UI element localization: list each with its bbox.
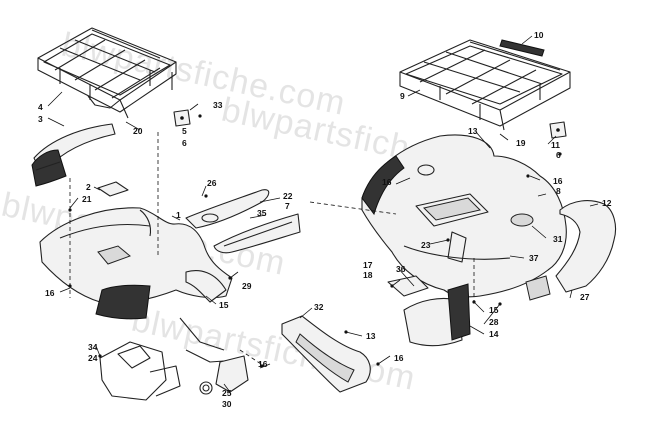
callout-19: 19 [516,138,526,148]
callout-31: 31 [553,234,563,244]
rear-fender-extension [525,200,617,301]
callout-37: 37 [529,253,539,263]
callout-4: 4 [38,102,43,112]
rear-rack [399,39,571,131]
callout-36: 36 [396,264,406,274]
callout-14: 14 [489,329,499,339]
callout-16: 16 [394,353,404,363]
callout-30: 30 [222,399,232,409]
front-frame [99,317,249,401]
callout-17: 17 [363,260,373,270]
callout-16: 16 [45,288,55,298]
rack-bracket-front [173,109,191,127]
callout-27: 27 [580,292,590,302]
callout-21: 21 [82,194,92,204]
front-splash-guard [31,123,116,187]
callout-25: 25 [222,388,232,398]
callout-13: 13 [366,331,376,341]
hardware-dots [68,114,562,368]
callout-13: 13 [468,126,478,136]
side-panel [185,189,301,254]
front-fender [39,207,233,320]
callout-28: 28 [489,317,499,327]
rack-grab-bar [499,39,545,57]
watermark: blwpartsfiche.com [128,301,419,398]
callout-12: 12 [602,198,612,208]
callout-23: 23 [421,240,431,250]
callout-16: 16 [258,359,268,369]
callout-10: 10 [534,30,544,40]
callout-22: 22 [283,191,293,201]
rear-fender [361,134,567,298]
rack-bracket-rear [549,121,567,139]
leader-lines [47,35,599,393]
callout-18: 18 [363,270,373,280]
callout-15: 15 [219,300,229,310]
front-rack [37,27,177,119]
callout-20: 20 [133,126,143,136]
callout-1: 1 [176,210,181,220]
callout-33: 33 [213,100,223,110]
footwell-panel [281,315,371,393]
callout-15: 15 [489,305,499,315]
callout-6: 6 [556,150,561,160]
callout-5: 5 [182,126,187,136]
callout-3: 3 [38,114,43,124]
callout-16: 16 [553,176,563,186]
callout-24: 24 [88,353,98,363]
callout-labels: 10 9 13 19 11 6 16 16 8 12 23 31 37 36 1… [38,30,612,409]
callout-11: 11 [551,140,560,150]
callout-2: 2 [86,182,91,192]
fender-decal [97,181,129,197]
callout-29: 29 [242,281,252,291]
callout-16: 16 [382,177,392,187]
callout-8: 8 [556,186,561,196]
callout-7: 7 [285,201,290,211]
callout-32: 32 [314,302,324,312]
callout-26: 26 [207,178,217,188]
callout-34: 34 [88,342,98,352]
callout-9: 9 [400,91,405,101]
callout-35: 35 [257,208,267,218]
callout-6: 6 [182,138,187,148]
